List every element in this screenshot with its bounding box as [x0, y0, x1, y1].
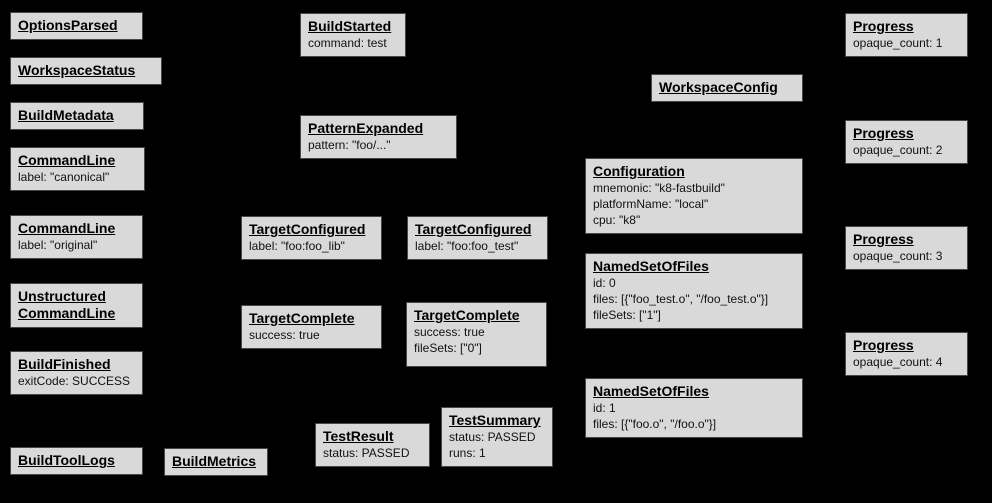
event-field: fileSets: ["0"]	[414, 341, 482, 355]
event-box-workspace-config: WorkspaceConfig	[651, 74, 803, 102]
event-title: TestResult	[323, 428, 394, 444]
event-title: CommandLine	[18, 220, 116, 236]
event-title: Configuration	[593, 163, 685, 179]
event-title: TargetComplete	[414, 307, 520, 323]
event-box-pattern-expanded: PatternExpanded pattern: "foo/..."	[300, 115, 457, 159]
event-box-test-result: TestResult status: PASSED	[315, 423, 430, 467]
event-box-named-set-of-files-1: NamedSetOfFiles id: 1 files: [{"foo.o", …	[585, 378, 803, 438]
event-title: BuildStarted	[308, 18, 392, 34]
event-field: platformName: "local"	[593, 197, 709, 211]
event-box-target-configured-test: TargetConfigured label: "foo:foo_test"	[407, 216, 548, 260]
event-title: NamedSetOfFiles	[593, 258, 709, 274]
event-title: TargetConfigured	[249, 221, 366, 237]
event-title: Progress	[853, 337, 914, 353]
event-field: success: true	[414, 325, 485, 339]
event-box-named-set-of-files-0: NamedSetOfFiles id: 0 files: [{"foo_test…	[585, 253, 803, 329]
event-field: success: true	[249, 328, 320, 342]
event-field: label: "foo:foo_lib"	[249, 239, 345, 253]
event-field: mnemonic: "k8-fastbuild"	[593, 181, 725, 195]
event-box-command-line-canonical: CommandLine label: "canonical"	[10, 147, 145, 191]
event-box-options-parsed: OptionsParsed	[10, 12, 143, 40]
event-box-workspace-status: WorkspaceStatus	[10, 57, 162, 85]
event-field: pattern: "foo/..."	[308, 138, 391, 152]
event-field: opaque_count: 4	[853, 355, 943, 369]
event-box-progress-4: Progress opaque_count: 4	[845, 332, 968, 376]
event-field: fileSets: ["1"]	[593, 308, 661, 322]
event-box-build-started: BuildStarted command: test	[300, 13, 406, 57]
event-field: opaque_count: 1	[853, 36, 943, 50]
event-field: status: PASSED	[323, 446, 410, 460]
event-field: files: [{"foo.o", "/foo.o"}]	[593, 417, 717, 431]
event-title: TargetConfigured	[415, 221, 532, 237]
event-title: WorkspaceConfig	[659, 79, 778, 95]
event-field: label: "original"	[18, 238, 98, 252]
event-box-progress-1: Progress opaque_count: 1	[845, 13, 968, 57]
event-title: CommandLine	[18, 152, 116, 168]
event-box-target-complete-lib: TargetComplete success: true	[241, 305, 382, 349]
event-box-test-summary: TestSummary status: PASSED runs: 1	[441, 407, 553, 467]
event-field: status: PASSED	[449, 430, 536, 444]
event-field: opaque_count: 3	[853, 249, 943, 263]
event-box-unstructured-command-line: Unstructured CommandLine	[10, 283, 143, 328]
event-title: Progress	[853, 18, 914, 34]
event-field: opaque_count: 2	[853, 143, 943, 157]
event-title: BuildFinished	[18, 356, 111, 372]
event-box-target-complete-test: TargetComplete success: true fileSets: […	[406, 302, 547, 367]
event-title: TargetComplete	[249, 310, 355, 326]
event-title: BuildMetrics	[172, 453, 257, 469]
event-field: id: 0	[593, 276, 616, 290]
event-box-build-finished: BuildFinished exitCode: SUCCESS	[10, 351, 143, 395]
event-field: runs: 1	[449, 446, 486, 460]
event-title: PatternExpanded	[308, 120, 424, 136]
event-title: Unstructured CommandLine	[18, 288, 116, 321]
event-box-target-configured-lib: TargetConfigured label: "foo:foo_lib"	[241, 216, 382, 260]
event-field: label: "foo:foo_test"	[415, 239, 519, 253]
event-title: BuildToolLogs	[18, 452, 115, 468]
event-title: NamedSetOfFiles	[593, 383, 709, 399]
event-field: exitCode: SUCCESS	[18, 374, 131, 388]
event-title: OptionsParsed	[18, 17, 118, 33]
event-field: cpu: "k8"	[593, 213, 641, 227]
event-title: TestSummary	[449, 412, 541, 428]
event-box-build-tool-logs: BuildToolLogs	[10, 447, 143, 475]
event-field: id: 1	[593, 401, 616, 415]
event-box-build-metadata: BuildMetadata	[10, 102, 144, 130]
event-box-command-line-original: CommandLine label: "original"	[10, 215, 143, 259]
event-field: command: test	[308, 36, 387, 50]
event-box-build-metrics: BuildMetrics	[164, 448, 268, 476]
event-field: files: [{"foo_test.o", "/foo_test.o"}]	[593, 292, 769, 306]
event-box-configuration: Configuration mnemonic: "k8-fastbuild" p…	[585, 158, 803, 234]
event-box-progress-3: Progress opaque_count: 3	[845, 226, 968, 270]
event-title: Progress	[853, 125, 914, 141]
event-title: BuildMetadata	[18, 107, 114, 123]
event-box-progress-2: Progress opaque_count: 2	[845, 120, 968, 164]
event-field: label: "canonical"	[18, 170, 110, 184]
event-title: WorkspaceStatus	[18, 62, 136, 78]
event-title: Progress	[853, 231, 914, 247]
